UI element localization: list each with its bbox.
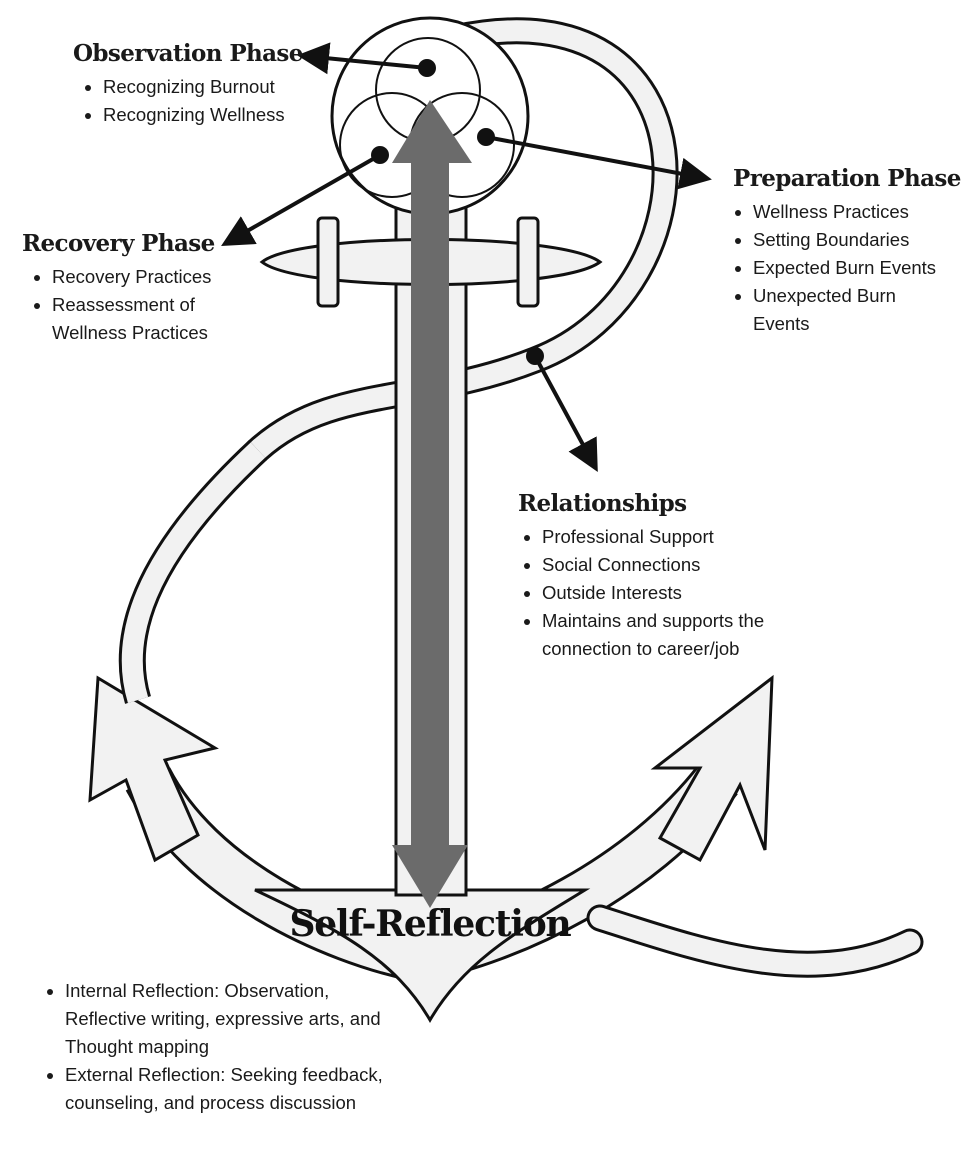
left-fluke bbox=[88, 675, 219, 863]
list-item: Unexpected Burn Events bbox=[753, 282, 953, 338]
phase-arrows bbox=[221, 42, 712, 473]
recovery-phase-list: Recovery Practices Reassessment of Welln… bbox=[22, 263, 262, 347]
central-double-arrow bbox=[392, 100, 472, 908]
anchor-crown bbox=[254, 888, 591, 1023]
right-fluke bbox=[650, 674, 774, 863]
relationships-list: Professional Support Social Connections … bbox=[518, 523, 780, 663]
self-reflection-list: Internal Reflection: Observation, Reflec… bbox=[35, 977, 410, 1117]
list-item: Reassessment of Wellness Practices bbox=[52, 291, 262, 347]
observation-phase-title: Observation Phase bbox=[73, 40, 303, 67]
list-item: External Reflection: Seeking feedback, c… bbox=[65, 1061, 410, 1117]
self-reflection-list-block: Internal Reflection: Observation, Reflec… bbox=[35, 977, 410, 1117]
list-item: Outside Interests bbox=[542, 579, 780, 607]
list-item: Recovery Practices bbox=[52, 263, 262, 291]
list-item: Internal Reflection: Observation, Reflec… bbox=[65, 977, 410, 1061]
list-item: Social Connections bbox=[542, 551, 780, 579]
list-item: Wellness Practices bbox=[753, 198, 953, 226]
list-item: Maintains and supports the connection to… bbox=[542, 607, 780, 663]
recovery-phase-title: Recovery Phase bbox=[22, 230, 215, 257]
relationships-title: Relationships bbox=[518, 490, 687, 517]
preparation-phase-title: Preparation Phase bbox=[733, 165, 961, 192]
relationships: Relationships Professional Support Socia… bbox=[518, 490, 780, 663]
list-item: Setting Boundaries bbox=[753, 226, 953, 254]
rope-back bbox=[244, 17, 679, 464]
list-item: Expected Burn Events bbox=[753, 254, 953, 282]
observation-phase-list: Recognizing Burnout Recognizing Wellness bbox=[73, 73, 293, 129]
list-item: Recognizing Wellness bbox=[103, 101, 293, 129]
preparation-phase: Preparation Phase Wellness Practices Set… bbox=[733, 165, 961, 338]
list-item: Professional Support bbox=[542, 523, 780, 551]
self-reflection-title: Self-Reflection bbox=[289, 903, 571, 945]
list-item: Recognizing Burnout bbox=[103, 73, 293, 101]
preparation-phase-list: Wellness Practices Setting Boundaries Ex… bbox=[733, 198, 953, 338]
rope-front bbox=[118, 440, 924, 978]
arrow-origin-dots bbox=[371, 59, 544, 365]
recovery-phase: Recovery Phase Recovery Practices Reasse… bbox=[22, 230, 262, 347]
observation-phase: Observation Phase Recognizing Burnout Re… bbox=[73, 40, 303, 129]
